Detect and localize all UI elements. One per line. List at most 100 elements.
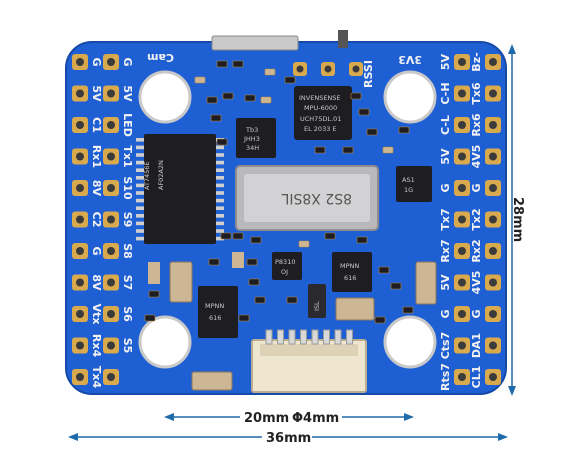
- small-ic-1-line-3: 34H: [246, 144, 259, 152]
- left_inner_labels-label: Tx1: [121, 145, 134, 167]
- right_inner_labels-label: Rx7: [439, 239, 452, 262]
- capacitor-5: [232, 252, 244, 268]
- left_inner_labels-label: G: [121, 57, 134, 66]
- imu-line-1: INVENSENSE: [299, 94, 341, 102]
- small-passive-components: [144, 60, 414, 324]
- small-ic-3: P8310 OJ: [272, 252, 302, 280]
- mounting-hole-bl: [138, 315, 192, 369]
- small-ic-3-line-2: OJ: [281, 268, 288, 276]
- right_outer_labels-label: Rx6: [470, 113, 483, 137]
- right_inner_labels-label: G: [439, 183, 452, 192]
- isl-component: ISL: [308, 284, 326, 318]
- boot-switch: [338, 30, 348, 48]
- small-ic-1-line-1: Tb3: [245, 126, 258, 134]
- right_outer_labels-label: Tx6: [470, 82, 483, 105]
- left_outer_labels-label: C1: [90, 117, 103, 133]
- small-ic-3-line-1: P8310: [275, 258, 295, 266]
- right_outer_labels-label: Rx2: [470, 239, 483, 262]
- small-ic-1: Tb3 JHH3 34H: [236, 118, 276, 158]
- osd-chip: AT7456E AF02A2N: [136, 134, 224, 244]
- right_inner_labels-label: 5V: [439, 53, 452, 70]
- mosfet-2-line-2: 616: [209, 314, 221, 322]
- small-ic-2-line-1: AS1: [402, 176, 415, 184]
- right_outer_labels-label: 4V5: [470, 271, 483, 295]
- label-3v3: 3V3: [398, 53, 422, 66]
- left_inner_labels-label: S9: [121, 212, 134, 228]
- left_inner_labels-label: S8: [121, 243, 134, 259]
- jst-connector: [251, 329, 367, 393]
- label-cam: Cam: [147, 51, 174, 64]
- capacitor-2: [335, 297, 375, 321]
- imu-line-4: EL 2033 E: [304, 125, 337, 133]
- mosfet-1-line-1: MPNN: [340, 262, 359, 270]
- label-rssi: RSSI: [362, 60, 375, 88]
- mosfet-1: MPNN 616: [332, 252, 372, 292]
- left_outer_labels-label: 8V: [90, 274, 103, 291]
- right_inner_labels-label: G: [439, 309, 452, 318]
- left_outer_labels-label: Rx1: [90, 145, 103, 168]
- left_outer_labels-label: Vtx: [90, 304, 103, 325]
- left_inner_labels-label: LED: [121, 113, 134, 137]
- capacitor-6: [148, 262, 160, 284]
- right_outer_labels-label: 4V5: [470, 145, 483, 169]
- left_inner_labels-label: S7: [121, 275, 134, 291]
- mosfet-2-line-1: MPNN: [205, 302, 224, 310]
- inner-width-label: 20mm: [244, 411, 289, 426]
- right_inner_labels-label: 5V: [439, 148, 452, 165]
- right_inner_labels-label: C-H: [439, 82, 452, 104]
- right_outer_labels-label: G: [470, 183, 483, 192]
- metal-can-mark: 8S2 X8SIL: [281, 190, 352, 206]
- mounting-hole-br: [383, 315, 437, 369]
- left_outer_labels-label: G: [90, 246, 103, 255]
- left_outer_labels-label: C2: [90, 212, 103, 228]
- mosfet-2: MPNN 616: [198, 286, 238, 338]
- usb-connector: [211, 35, 299, 51]
- left_inner_labels-label: 5V: [121, 85, 134, 102]
- left_inner_labels-label: S10: [121, 176, 134, 200]
- capacitor-1: [169, 261, 193, 303]
- isl-mark: ISL: [313, 301, 321, 311]
- metal-can-component: 8S2 X8SIL: [235, 165, 379, 231]
- height-dimension-label: 28mm: [510, 197, 525, 242]
- top-pads: [293, 62, 363, 76]
- imu-chip: INVENSENSE MPU-6000 UCH75DL.01 EL 2033 E: [294, 86, 352, 140]
- mounting-hole-tl: [138, 70, 192, 124]
- left_inner_labels-label: S5: [121, 338, 134, 354]
- left_outer_labels-label: G: [90, 57, 103, 66]
- left-inner-pads: [103, 54, 119, 385]
- small-ic-2-line-2: 1G: [404, 186, 413, 194]
- imu-line-2: MPU-6000: [304, 104, 337, 112]
- osd-chip-line-2: AF02A2N: [157, 160, 165, 190]
- capacitor-4: [191, 371, 233, 391]
- left_outer_labels-label: 5V: [90, 85, 103, 102]
- mounting-hole-tr: [383, 70, 437, 124]
- right-outer-pads: [485, 54, 501, 385]
- right_inner_labels-label: Cts7: [439, 332, 452, 360]
- hole-diameter-label: Φ4mm: [292, 411, 339, 426]
- left_inner_labels-label: S6: [121, 306, 134, 322]
- osd-chip-line-1: AT7456E: [143, 161, 151, 190]
- right_outer_labels-label: CL1: [470, 366, 483, 389]
- left-outer-pads: [72, 54, 88, 385]
- right_inner_labels-label: Rts7: [439, 363, 452, 391]
- right_outer_labels-label: DA1: [470, 333, 483, 358]
- right_outer_labels-label: G: [470, 309, 483, 318]
- left_outer_labels-label: 8V: [90, 180, 103, 197]
- left_outer_labels-label: Tx4: [90, 366, 103, 389]
- right_inner_labels-label: 5V: [439, 274, 452, 291]
- right_inner_labels-label: C-L: [439, 115, 452, 135]
- inner-width-dimension: 20mm Φ4mm: [164, 411, 414, 426]
- small-ic-2: AS1 1G: [396, 166, 432, 202]
- right_outer_labels-label: Bz-: [470, 52, 483, 71]
- left_outer_labels-label: Rx4: [90, 334, 103, 358]
- right_outer_labels-label: Tx2: [470, 208, 483, 230]
- mosfet-1-line-2: 616: [344, 274, 356, 282]
- height-dimension: 28mm: [508, 44, 525, 396]
- right_inner_labels-label: Tx7: [439, 208, 452, 230]
- imu-line-3: UCH75DL.01: [300, 115, 341, 123]
